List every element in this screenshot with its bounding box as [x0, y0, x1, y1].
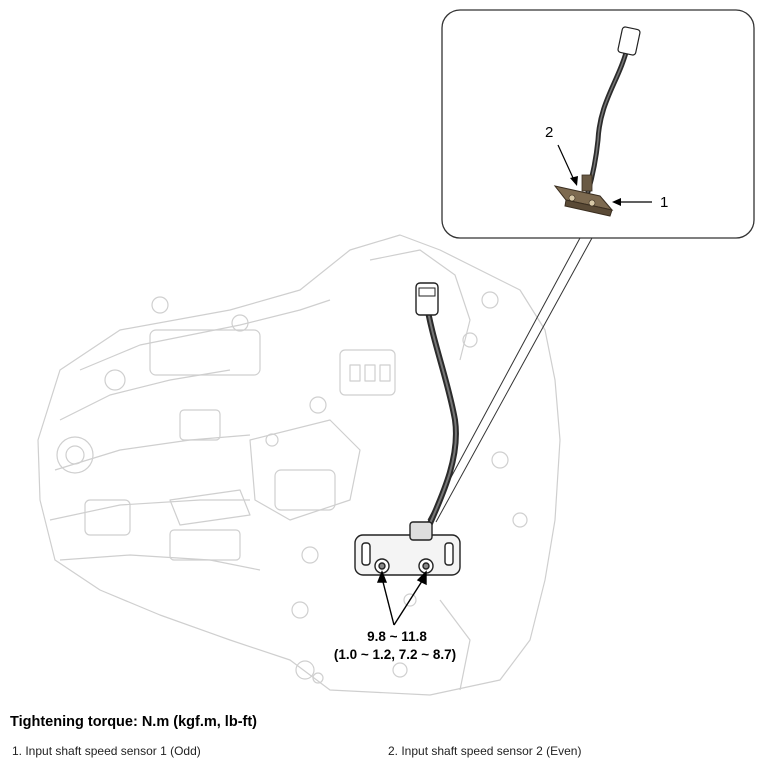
transmission-diagram — [37, 9, 755, 696]
detail-inset — [441, 9, 755, 239]
torque-value: 9.8 ~ 11.8 — [367, 629, 427, 644]
legend-item-1: 1. Input shaft speed sensor 1 (Odd) — [12, 744, 201, 758]
zoom-leader-lines — [427, 237, 593, 523]
callout-number-2: 2 — [545, 124, 554, 141]
torque-value-converted: (1.0 ~ 1.2, 7.2 ~ 8.7) — [333, 647, 457, 662]
legend-item-2: 2. Input shaft speed sensor 2 (Even) — [388, 744, 582, 758]
torque-heading: Tightening torque: N.m (kgf.m, lb-ft) — [10, 714, 258, 730]
sensor-bracket — [354, 521, 461, 576]
torque-arrows — [376, 570, 427, 626]
inset-sensor-bracket — [553, 174, 614, 217]
transmission-housing — [37, 234, 561, 696]
sensor-harness-main — [415, 282, 459, 531]
callout-number-1: 1 — [660, 194, 669, 211]
